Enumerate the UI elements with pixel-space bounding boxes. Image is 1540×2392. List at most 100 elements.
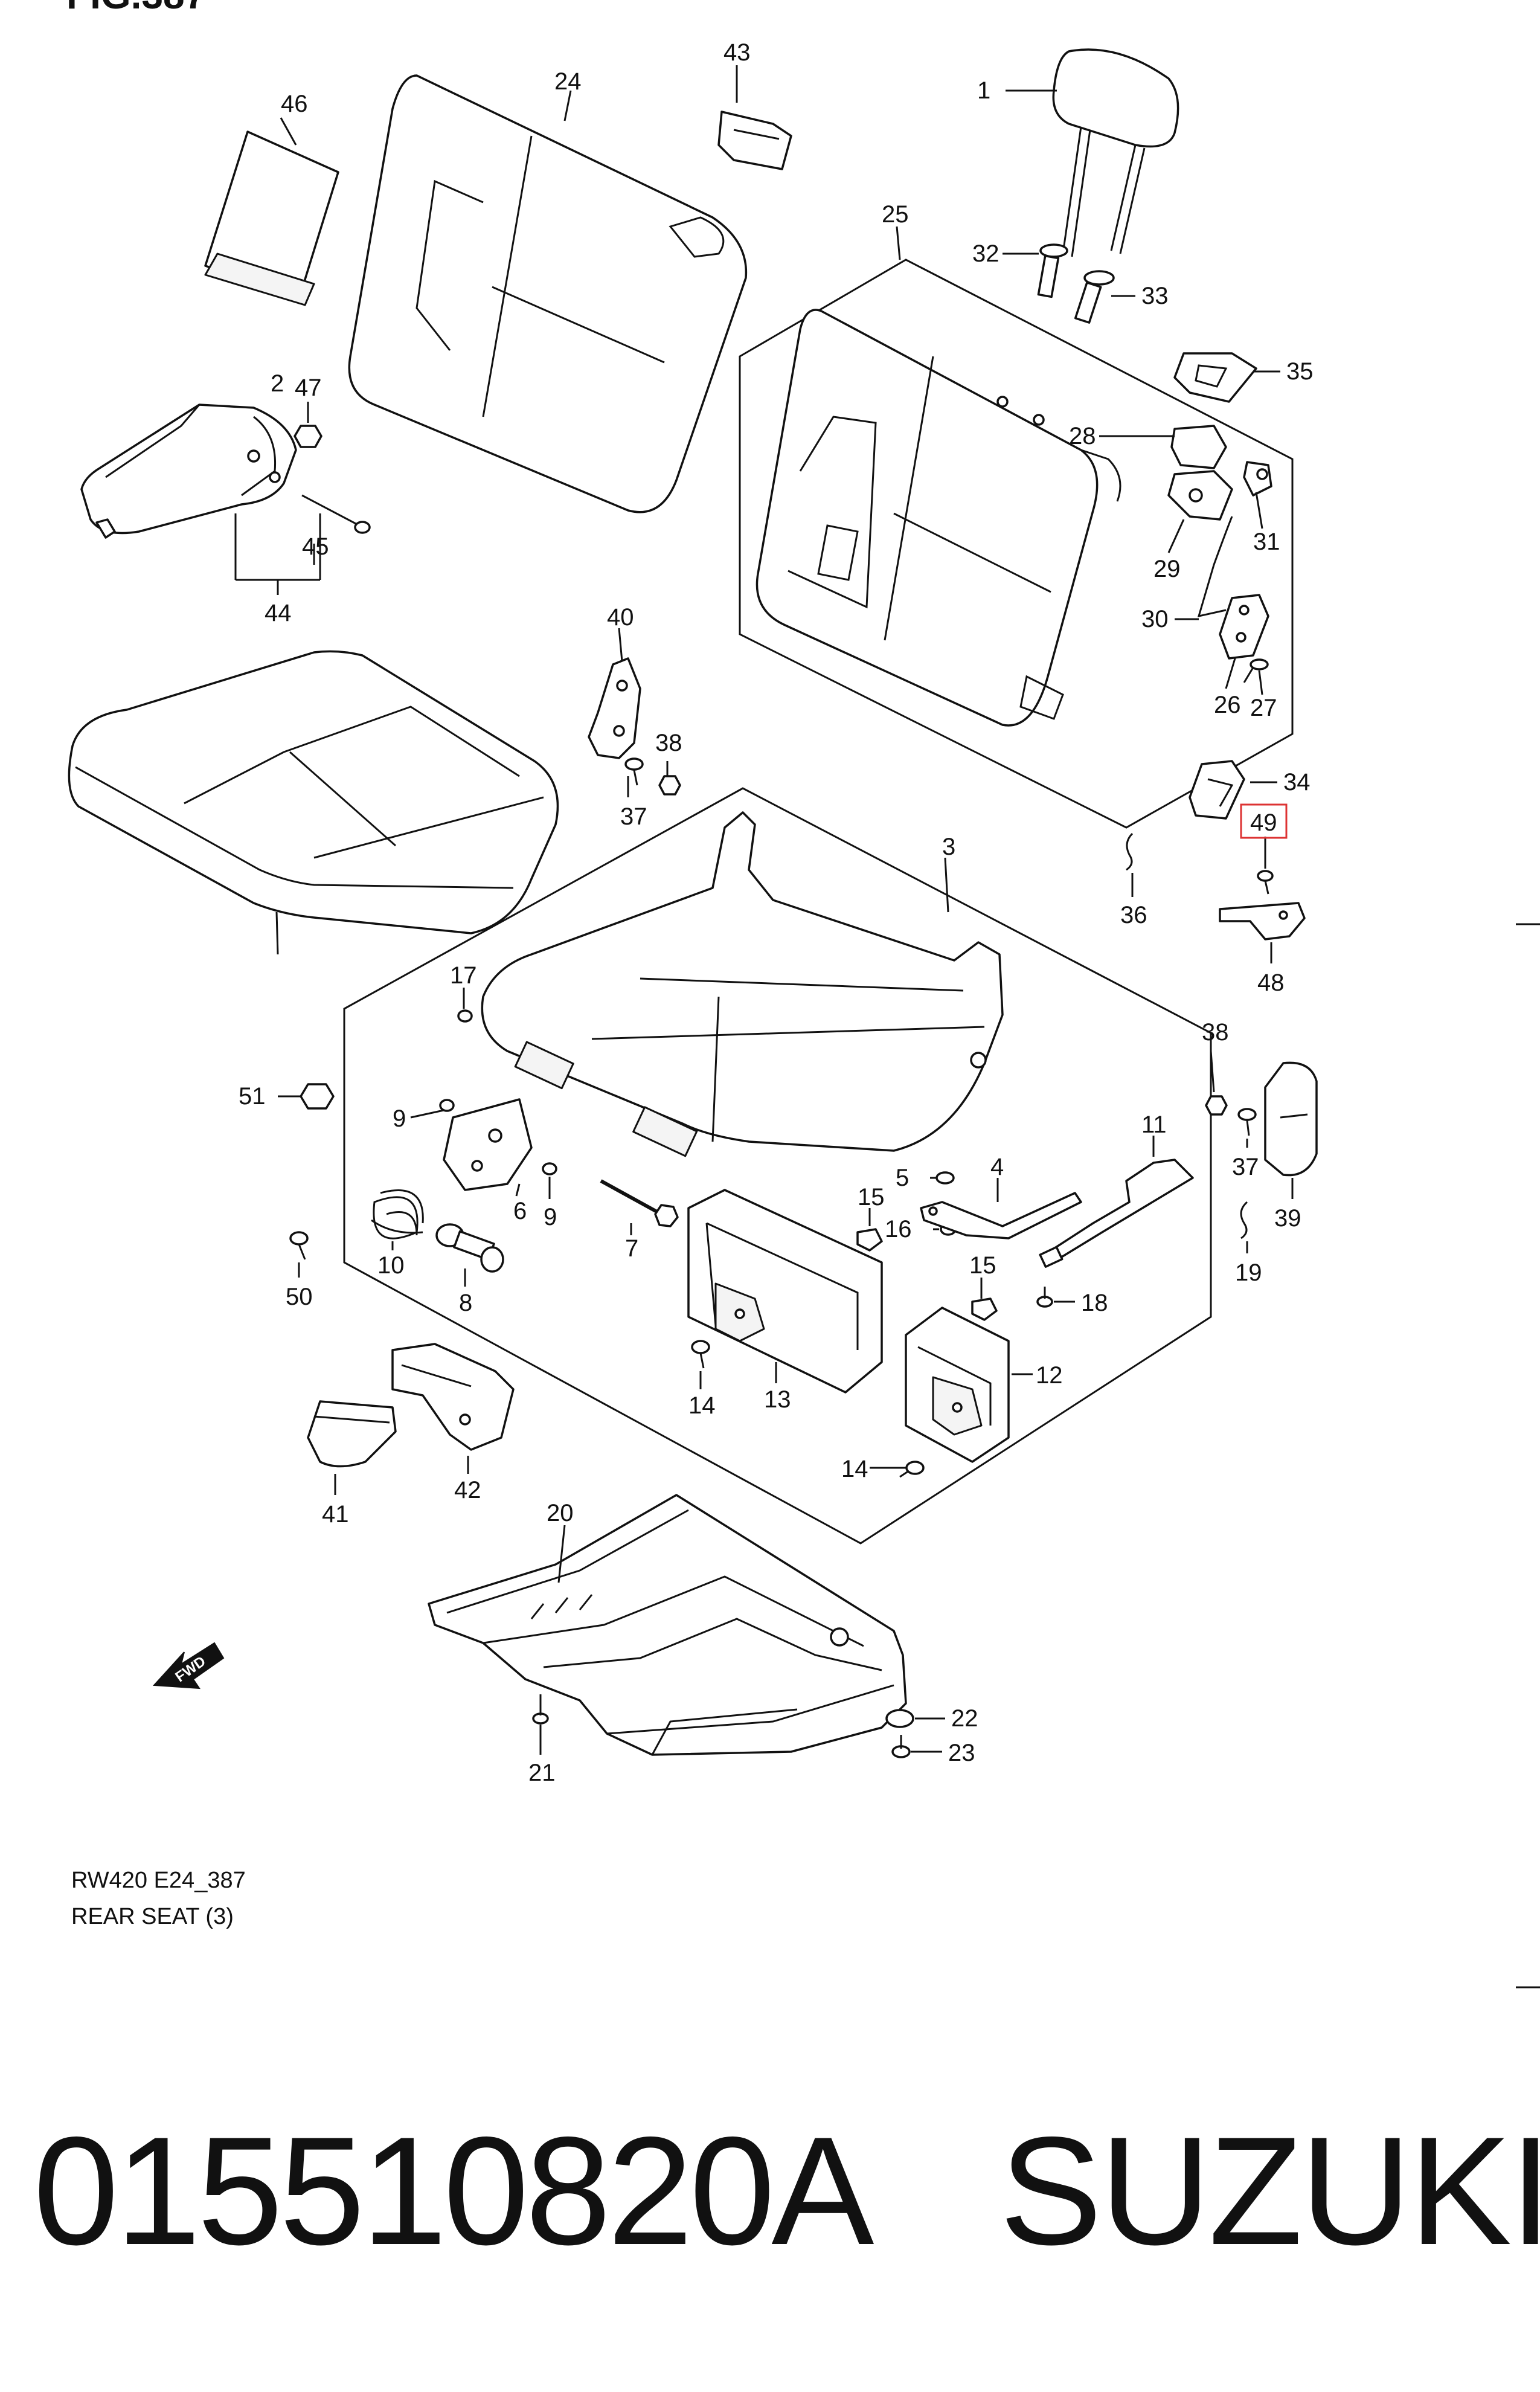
part-25 (756, 309, 1121, 727)
callout-28: 28 (1069, 423, 1096, 449)
callout-38a: 38 (655, 730, 682, 756)
part-40 (588, 657, 641, 759)
part-18 (1036, 1287, 1053, 1308)
brand-name: SUZUKI (999, 2105, 1540, 2277)
callout-13: 13 (764, 1386, 791, 1413)
part-12 (905, 1307, 1010, 1463)
callout-34: 34 (1283, 769, 1311, 796)
callout-42: 42 (454, 1477, 481, 1503)
part-14-left (691, 1340, 710, 1369)
part-32 (1037, 243, 1068, 298)
part-27 (1243, 658, 1269, 683)
callout-15b: 15 (969, 1252, 996, 1279)
callout-38b: 38 (1202, 1019, 1229, 1046)
part-35 (1173, 352, 1257, 403)
callout-49: 49 (1250, 809, 1277, 836)
part-10 (371, 1189, 424, 1239)
part-28 (1170, 425, 1227, 469)
callout-9a: 9 (393, 1105, 406, 1132)
callout-46: 46 (281, 91, 308, 117)
callout-8: 8 (459, 1290, 472, 1316)
callout-26: 26 (1214, 692, 1241, 718)
part-44 (80, 403, 297, 539)
callout-39: 39 (1274, 1205, 1301, 1232)
callout-22: 22 (951, 1705, 978, 1732)
part-34 (1189, 760, 1245, 820)
callout-16: 16 (885, 1216, 912, 1243)
callout-21: 21 (528, 1760, 556, 1786)
part-9-right (542, 1162, 557, 1175)
part-37-lower (1237, 1108, 1257, 1136)
figure-title: REAR SEAT (3) (71, 1904, 234, 1929)
part-6 (443, 1098, 533, 1191)
part-11 (1039, 1159, 1194, 1268)
figure-code: RW420 E24_387 (71, 1868, 246, 1893)
part-45 (301, 494, 371, 534)
part-21 (532, 1694, 549, 1725)
part-43 (717, 111, 792, 170)
callout-9b: 9 (544, 1204, 557, 1230)
callout-15a: 15 (858, 1184, 885, 1210)
part-2 (68, 650, 559, 934)
part-38-upper (658, 775, 681, 796)
callout-25: 25 (882, 201, 909, 228)
callout-3: 3 (942, 834, 955, 860)
callout-7: 7 (625, 1235, 638, 1262)
part-31 (1243, 461, 1272, 497)
callout-43: 43 (723, 39, 751, 66)
part-14-right (899, 1461, 925, 1478)
callout-48: 48 (1257, 969, 1285, 996)
callout-47: 47 (295, 375, 322, 401)
callout-31: 31 (1253, 529, 1280, 555)
part-9-left (439, 1099, 455, 1112)
callout-45: 45 (302, 533, 329, 560)
part-38-lower (1205, 1095, 1228, 1116)
callout-27: 27 (1250, 695, 1277, 721)
part-3 (481, 811, 1004, 1157)
callout-51: 51 (239, 1083, 266, 1110)
part-8 (435, 1223, 504, 1273)
cushion-frame-box (343, 787, 1212, 1545)
part-4 (920, 1192, 1082, 1239)
part-33 (1074, 270, 1115, 324)
parts-diagram: FIG.387 (66, 0, 1540, 1989)
callout-10: 10 (377, 1252, 405, 1279)
part-15-left (856, 1228, 883, 1252)
callout-33: 33 (1141, 283, 1169, 309)
callout-5: 5 (896, 1165, 909, 1191)
callout-36: 36 (1120, 902, 1147, 928)
part-48 (1219, 902, 1306, 940)
part-15-right (971, 1297, 998, 1321)
part-50 (289, 1231, 309, 1260)
part-49-bolt (1257, 870, 1274, 895)
part-23 (891, 1735, 911, 1758)
part-29 (1167, 470, 1233, 521)
callout-24: 24 (554, 68, 582, 95)
part-13 (687, 1189, 883, 1394)
callout-18: 18 (1081, 1290, 1108, 1316)
highlight-box-49 (1240, 803, 1288, 839)
callout-41: 41 (322, 1501, 349, 1528)
part-1 (1052, 48, 1179, 257)
callout-20: 20 (547, 1500, 574, 1526)
callout-17: 17 (450, 962, 477, 989)
callout-40: 40 (607, 604, 634, 631)
callout-32: 32 (972, 240, 999, 267)
callout-14b: 14 (841, 1456, 868, 1482)
callout-labels: 1 2 3 4 5 6 7 8 9 9 10 11 12 13 14 14 15… (239, 39, 1314, 1786)
part-46 (204, 130, 339, 306)
callout-30: 30 (1141, 606, 1169, 632)
callout-19: 19 (1235, 1259, 1262, 1286)
callout-29: 29 (1153, 556, 1181, 582)
part-41 (307, 1400, 397, 1468)
part-36 (1126, 832, 1134, 871)
callout-2: 2 (271, 370, 284, 397)
callout-4: 4 (990, 1154, 1004, 1180)
part-51 (300, 1083, 335, 1110)
callout-37b: 37 (1232, 1154, 1259, 1180)
part-47 (294, 425, 322, 448)
part-39 (1264, 1061, 1318, 1177)
callout-6: 6 (513, 1198, 527, 1224)
part-5 (935, 1171, 955, 1185)
callout-11: 11 (1141, 1111, 1167, 1138)
